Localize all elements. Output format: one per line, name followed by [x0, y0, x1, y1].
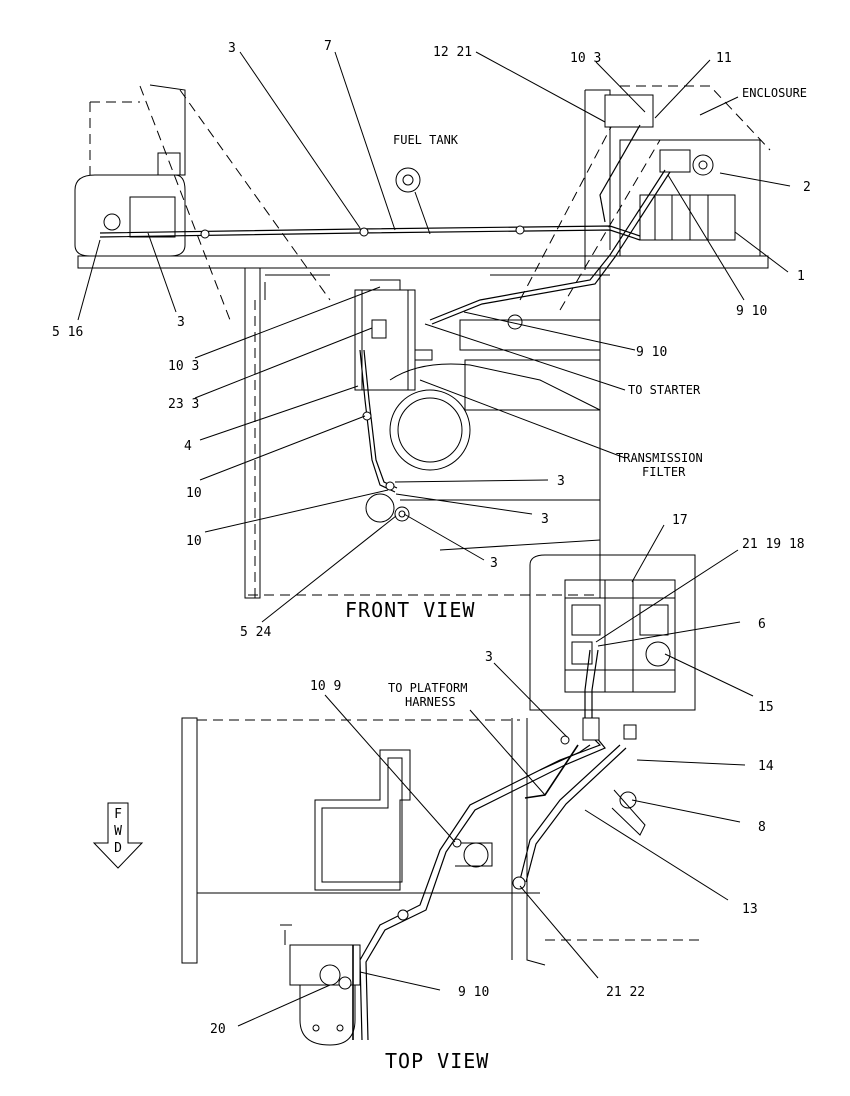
callout: 23 3 [168, 397, 199, 412]
caption-filter: FILTER [642, 465, 686, 479]
captions: FUEL TANK ENCLOSURE TO STARTER TRANSMISS… [388, 86, 807, 709]
callout: 5 16 [52, 325, 83, 340]
callout: 15 [758, 700, 774, 715]
front-callouts: 3 7 12 21 10 3 11 2 1 9 10 5 16 3 10 3 9… [52, 39, 811, 640]
fwd-letter-w: W [114, 824, 122, 839]
fwd-letter-f: F [114, 807, 122, 822]
caption-to-platform: TO PLATFORM [388, 681, 467, 695]
caption-transmission: TRANSMISSION [616, 451, 703, 465]
caption-to-starter: TO STARTER [628, 383, 701, 397]
callout: 2 [803, 180, 811, 195]
callout: 3 [557, 474, 565, 489]
callout: 17 [672, 513, 688, 528]
callout: 3 [490, 556, 498, 571]
callout: 14 [758, 759, 774, 774]
callout: 3 [485, 650, 493, 665]
callout: 12 21 [433, 45, 472, 60]
callout: 21 19 18 [742, 537, 805, 552]
leader-lines [77, 51, 791, 1027]
callout: 10 9 [310, 679, 341, 694]
callout: 13 [742, 902, 758, 917]
callout: 6 [758, 617, 766, 632]
callout: 10 3 [570, 51, 601, 66]
caption-fuel-tank: FUEL TANK [393, 133, 459, 147]
callout: 20 [210, 1022, 226, 1037]
top-view-title: TOP VIEW [385, 1049, 489, 1073]
front-view-title: FRONT VIEW [345, 598, 475, 622]
callout: 10 [186, 486, 202, 501]
front-view [74, 84, 771, 599]
top-view [181, 554, 700, 1046]
callout: 5 24 [240, 625, 271, 640]
fwd-letter-d: D [114, 841, 122, 856]
callout: 3 [228, 41, 236, 56]
callout: 9 10 [736, 304, 767, 319]
callout: 21 22 [606, 985, 645, 1000]
callout: 8 [758, 820, 766, 835]
fwd-arrow: F W D [92, 802, 144, 869]
callout: 9 10 [458, 985, 489, 1000]
callout: 10 3 [168, 359, 199, 374]
callout: 1 [797, 269, 805, 284]
callout: 3 [541, 512, 549, 527]
callout: 4 [184, 439, 192, 454]
callout: 9 10 [636, 345, 667, 360]
callout: 10 [186, 534, 202, 549]
caption-harness: HARNESS [405, 695, 456, 709]
callout: 11 [716, 51, 732, 66]
callout: 3 [177, 315, 185, 330]
caption-enclosure: ENCLOSURE [742, 86, 807, 100]
top-callouts: 17 21 19 18 6 15 3 10 9 14 8 13 9 10 21 … [210, 513, 805, 1037]
callout: 7 [324, 39, 332, 54]
